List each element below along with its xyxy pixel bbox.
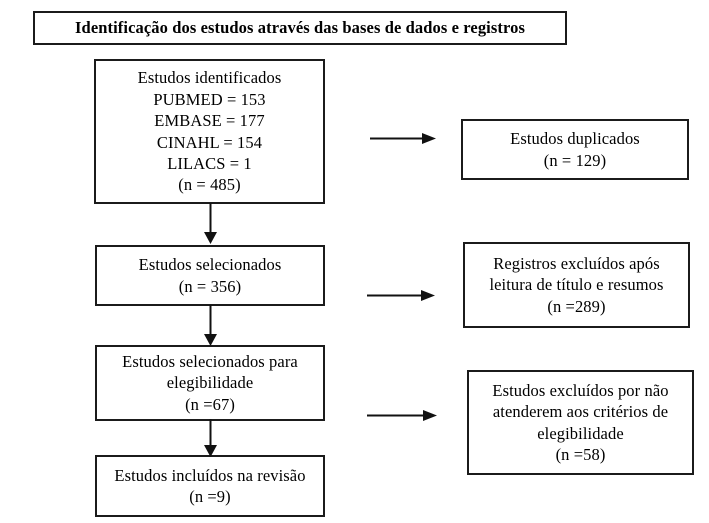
diagram-title-box: Identificação dos estudos através das ba… (33, 11, 567, 45)
box-line: (n =67) (185, 394, 235, 414)
box-studies-eligibility: Estudos selecionados para elegibilidade … (95, 345, 325, 421)
box-line: CINAHL = 154 (156, 132, 263, 152)
box-studies-excluded-criteria: Estudos excluídos por não atenderem aos … (467, 370, 694, 475)
box-line: (n = 485) (178, 175, 241, 195)
box-studies-screened: Estudos selecionados (n = 356) (95, 245, 325, 306)
down-arrow-icon (200, 203, 221, 244)
box-line: leitura de título e resumos (489, 275, 664, 295)
box-line: (n = 129) (543, 150, 607, 170)
box-line: (n =9) (189, 487, 231, 506)
box-line: (n = 356) (178, 276, 242, 296)
box-studies-included: Estudos incluídos na revisão (n =9) (95, 455, 325, 517)
box-line: LILACS = 1 (167, 153, 252, 173)
box-line: Estudos selecionados para (122, 351, 298, 371)
box-studies-duplicated: Estudos duplicados (n = 129) (461, 119, 689, 180)
box-records-excluded-title-abstract: Registros excluídos após leitura de títu… (463, 242, 690, 328)
box-line: Registros excluídos após (493, 253, 660, 273)
box-line: Estudos incluídos na revisão (114, 465, 306, 485)
down-arrow-icon (200, 305, 221, 346)
box-line: EMBASE = 177 (154, 111, 265, 131)
box-line: Estudos excluídos por não (492, 380, 669, 400)
right-arrow-icon (370, 130, 436, 147)
box-line: (n =289) (547, 296, 606, 316)
right-arrow-icon (367, 287, 435, 304)
box-line: atenderem aos critérios de (492, 402, 669, 422)
box-line: Estudos duplicados (510, 129, 640, 149)
box-line: Estudos identificados (137, 68, 282, 88)
box-line: Estudos selecionados (138, 255, 282, 275)
box-line: PUBMED = 153 (153, 89, 266, 109)
box-line: elegibilidade (537, 423, 624, 443)
down-arrow-icon (200, 419, 221, 457)
diagram-title-text: Identificação dos estudos através das ba… (75, 18, 525, 38)
box-studies-identified: Estudos identificados PUBMED = 153 EMBAS… (94, 59, 325, 204)
box-line: (n =58) (555, 444, 606, 464)
box-line: elegibilidade (166, 373, 254, 393)
right-arrow-icon (367, 407, 437, 424)
